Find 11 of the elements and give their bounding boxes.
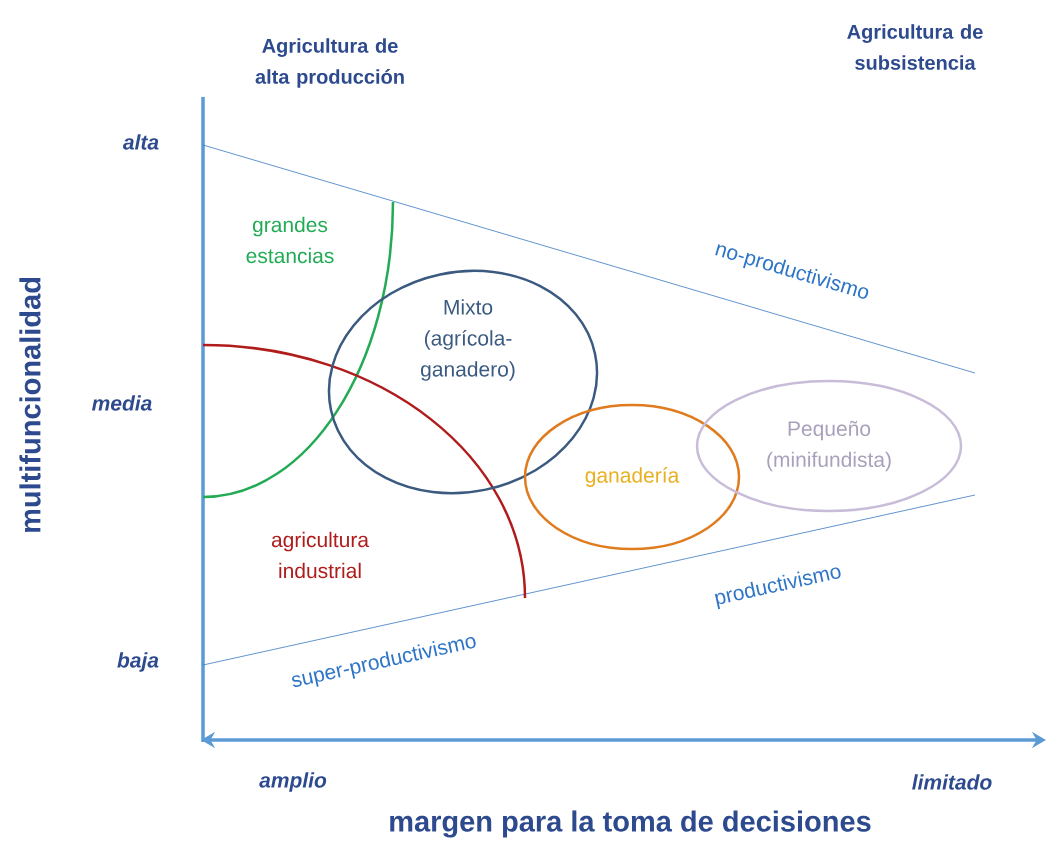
axis-value: alta (123, 134, 159, 150)
axis-title: margen para la toma de decisiones (390, 810, 871, 838)
axis-value: limitado (912, 774, 992, 790)
axis-value: baja (117, 652, 159, 672)
axis-value: media (92, 395, 152, 411)
region-label: grandes estancias (246, 216, 334, 264)
heading: Agricultura de subsistencia (847, 24, 983, 70)
region-label: agricultura industrial (271, 531, 369, 579)
axis-title: multifuncionalidad (19, 278, 41, 532)
axis-value: amplio (259, 772, 327, 792)
heading: Agricultura de alta producción (255, 38, 404, 88)
